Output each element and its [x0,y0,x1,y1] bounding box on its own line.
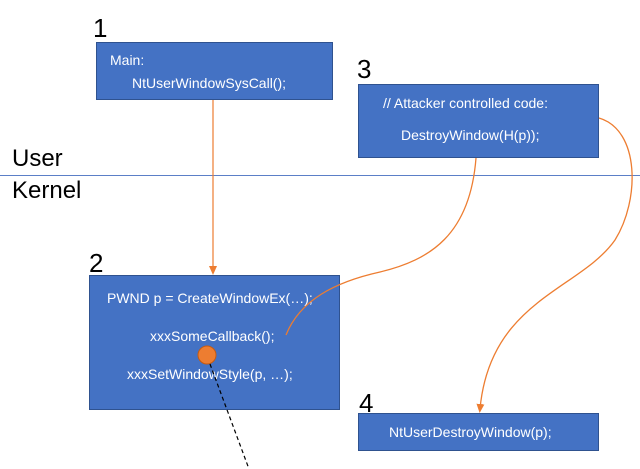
attacker-code-box: // Attacker controlled code: DestroyWind… [358,84,599,158]
kernel-mode-label: Kernel [12,177,82,204]
curve-attacker-to-destroy [476,117,633,413]
box2-line1: PWND p = CreateWindowEx(…); [107,290,313,306]
box3-line1: // Attacker controlled code: [383,95,548,111]
user-mode-label: User [12,145,63,172]
main-syscall-box: Main: NtUserWindowSysCall(); [96,42,333,100]
step-number-2: 2 [89,248,104,278]
box1-line1: Main: [110,52,145,68]
box4-line1: NtUserDestroyWindow(p); [389,424,552,440]
kernel-create-window-box: PWND p = CreateWindowEx(…); xxxSomeCallb… [89,275,340,410]
dashed-pointer-line [209,363,250,469]
box2-line3: xxxSetWindowStyle(p, …); [127,366,293,382]
destroy-window-box: NtUserDestroyWindow(p); [358,413,599,451]
curve-callback-to-attacker [285,157,477,336]
box3-line2: DestroyWindow(H(p)); [401,127,540,143]
use-after-free-dot [197,345,217,365]
step-number-4: 4 [359,388,374,418]
step-number-1: 1 [93,13,108,43]
box2-line2: xxxSomeCallback(); [150,328,275,344]
step-number-3: 3 [357,54,372,84]
box1-line2: NtUserWindowSysCall(); [132,75,287,91]
user-kernel-divider [0,175,640,176]
